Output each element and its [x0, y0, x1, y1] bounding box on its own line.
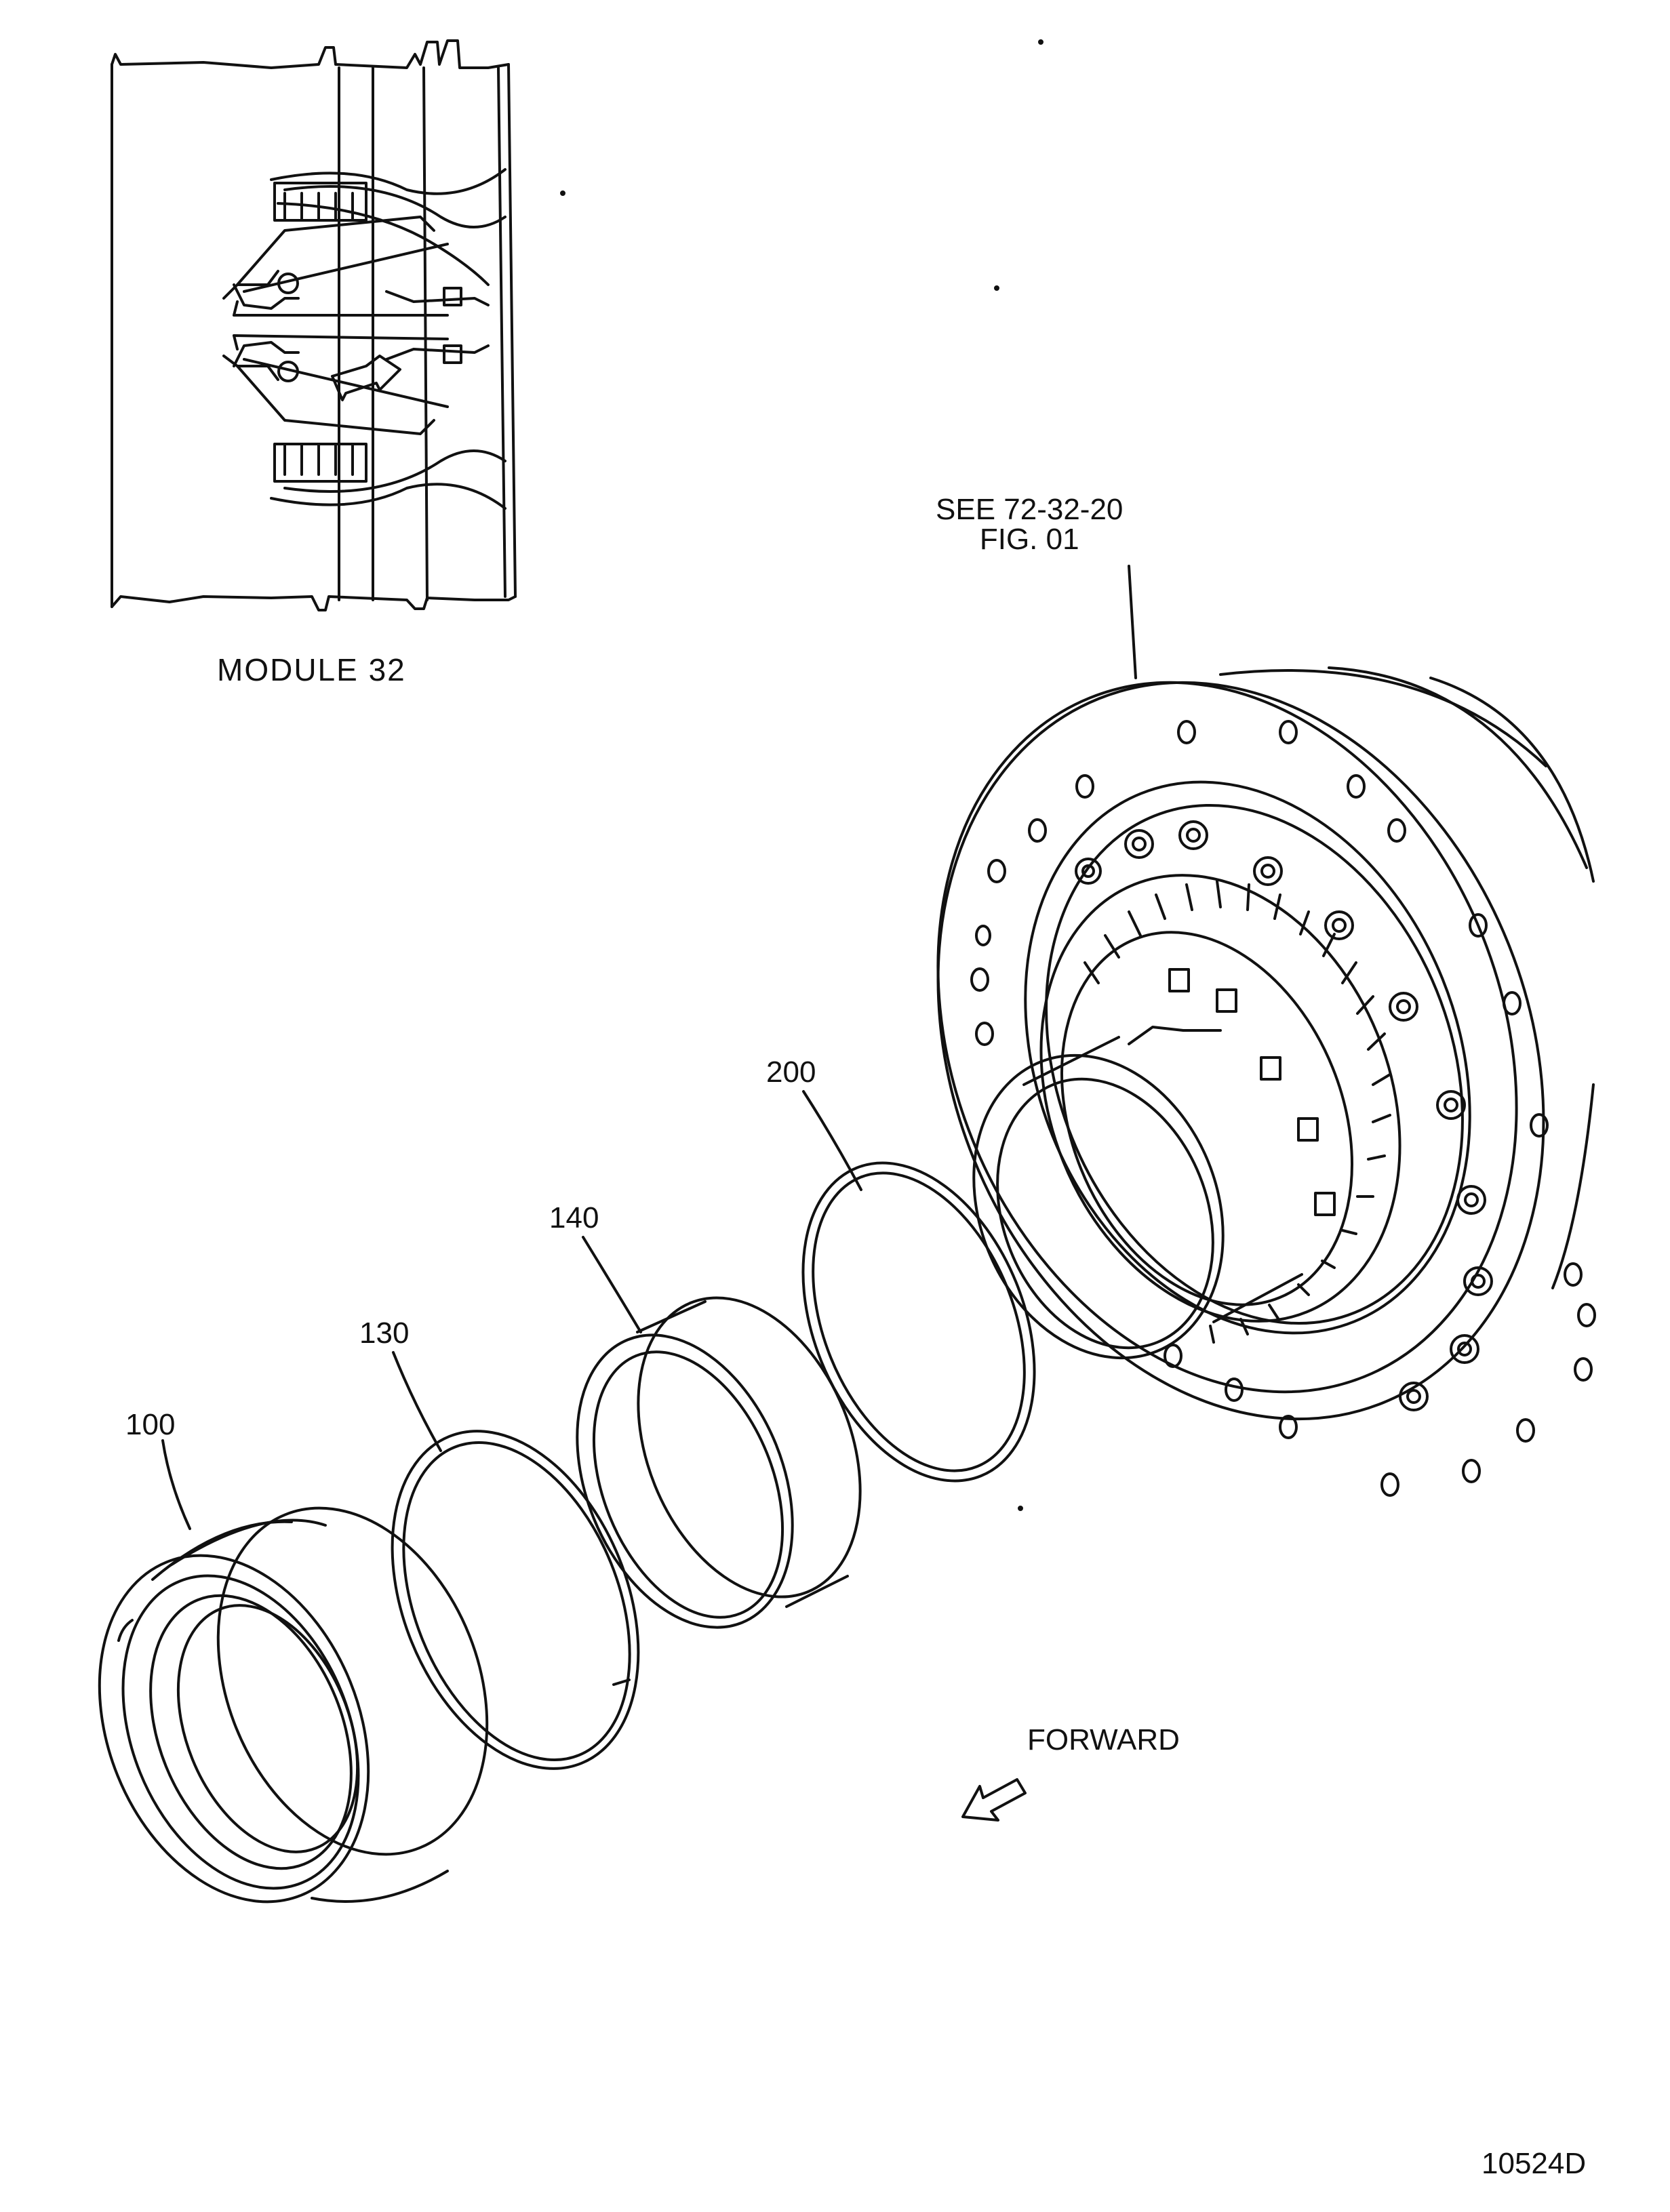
leader-line-reference: [1129, 566, 1136, 678]
module-32-inset: [112, 41, 515, 610]
cross-reference-line-2: FIG. 01: [979, 523, 1079, 556]
part-130-ring: [346, 1394, 685, 1805]
scan-speck: [1019, 1507, 1022, 1510]
housing-assembly: [831, 591, 1650, 1511]
callout-140: 140: [549, 1201, 599, 1234]
leader-lines: [163, 566, 1136, 1529]
module-32-caption: MODULE 32: [217, 652, 406, 687]
leader-line-140: [583, 1237, 641, 1332]
leader-line-130: [393, 1352, 441, 1451]
figure-number: 10524D: [1482, 2147, 1587, 2180]
cross-reference-line-1: SEE 72-32-20: [936, 493, 1124, 526]
part-200-ring: [759, 1129, 1079, 1515]
part-140-sleeve: [536, 1265, 902, 1660]
callout-200: 200: [766, 1055, 816, 1089]
scan-speck: [1039, 41, 1042, 43]
forward-arrow-icon: [963, 1779, 1025, 1820]
cross-reference-label: SEE 72-32-20 FIG. 01: [936, 495, 1123, 555]
scan-speck: [561, 192, 564, 195]
callout-100: 100: [125, 1408, 176, 1441]
scan-speck: [995, 287, 998, 289]
forward-direction-label: FORWARD: [1027, 1723, 1180, 1756]
part-100-housing: [50, 1468, 536, 1942]
leader-line-200: [803, 1091, 861, 1190]
leader-line-100: [163, 1441, 190, 1529]
callout-130: 130: [359, 1316, 410, 1350]
